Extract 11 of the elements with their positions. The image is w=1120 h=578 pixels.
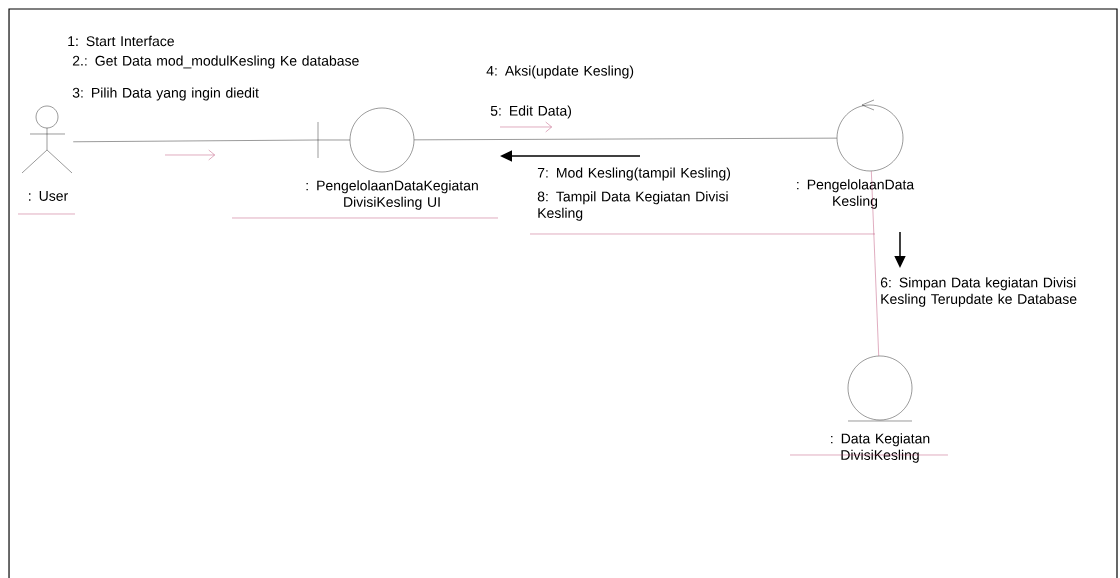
message-label: 2.: Get Data mod_modulKesling Ke database bbox=[72, 55, 359, 69]
message-label: 3: Pilih Data yang ingin diedit bbox=[72, 87, 259, 101]
link-line bbox=[73, 139, 319, 142]
message-label: 4: Aksi(update Kesling) bbox=[486, 65, 634, 79]
message-label: 6: Simpan Data kegiatan Divisi Kesling Terupdate ke Database bbox=[880, 277, 1077, 307]
message-label: 1: Start Interface bbox=[68, 35, 174, 47]
link-line bbox=[414, 137, 837, 141]
message-label: 5: Edit Data) bbox=[490, 105, 572, 119]
message-label: 8: Tampil Data Kegiatan Divisi Kesling bbox=[537, 191, 728, 221]
link-line bbox=[871, 170, 879, 356]
message-label: 7: Mod Kesling(tampil Kesling) bbox=[537, 167, 731, 181]
